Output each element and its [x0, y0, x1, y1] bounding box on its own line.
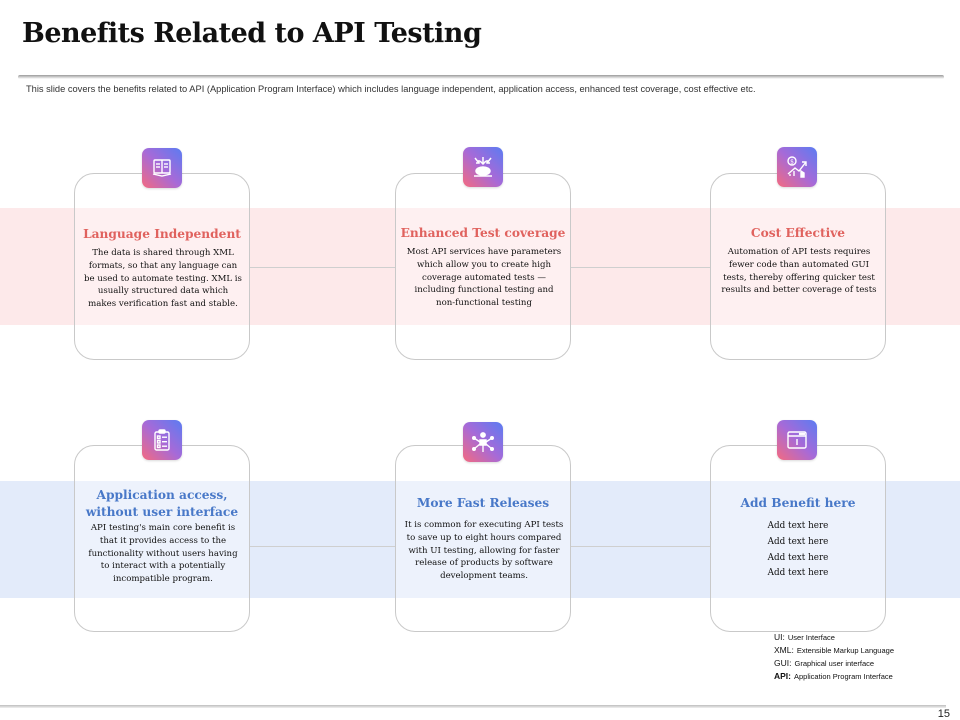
glossary-definition: Graphical user interface — [794, 659, 875, 668]
glossary-definition: Extensible Markup Language — [796, 646, 894, 655]
bottom-row-band — [0, 481, 960, 598]
title-divider — [18, 75, 944, 79]
benefit-card-more-fast-releases: More Fast Releases It is common for exec… — [395, 445, 571, 632]
abbreviation-glossary: UI:User Interface XML:Extensible Markup … — [774, 631, 894, 683]
footer-divider — [0, 705, 946, 708]
glossary-row: GUI:Graphical user interface — [774, 657, 894, 670]
card-title: Add Benefit here — [740, 496, 856, 510]
card-title: Application access, without user interfa… — [85, 488, 239, 519]
placeholder-line: Add text here — [767, 521, 829, 531]
page-number: 15 — [937, 708, 950, 720]
growth-chart-icon: $ — [777, 147, 817, 187]
card-body: Most API services have parameters which … — [406, 247, 562, 309]
benefit-card-enhanced-test-coverage: Enhanced Test coverage Most API services… — [395, 173, 571, 360]
glossary-row: UI:User Interface — [774, 631, 894, 644]
browser-window-icon — [777, 420, 817, 460]
glossary-abbr: API: — [774, 671, 791, 681]
slide-title: Benefits Related to API Testing — [22, 18, 482, 49]
connector-line — [571, 267, 710, 268]
connector-line — [571, 546, 710, 547]
card-title: Cost Effective — [750, 226, 846, 240]
placeholder-line: Add text here — [767, 552, 829, 563]
svg-text:$: $ — [790, 159, 794, 166]
glossary-abbr: GUI: — [774, 658, 792, 668]
glossary-row: XML:Extensible Markup Language — [774, 644, 894, 657]
converging-arrows-icon — [463, 147, 503, 187]
benefit-card-application-access: Application access, without user interfa… — [74, 445, 250, 632]
card-title: Enhanced Test coverage — [400, 226, 566, 240]
connector-line — [250, 546, 395, 547]
glossary-definition: User Interface — [787, 633, 835, 642]
card-body: The data is shared through XML formats, … — [84, 248, 242, 310]
glossary-abbr: UI: — [774, 632, 785, 642]
placeholder-line: Add text here — [767, 536, 829, 547]
card-body: API testing's main core benefit is that … — [88, 523, 238, 585]
benefit-card-cost-effective: Cost Effective Automation of API tests r… — [710, 173, 886, 360]
card-title: More Fast Releases — [416, 496, 550, 510]
placeholder-lines: Add text here Add text here Add text her… — [711, 519, 885, 582]
card-body: Automation of API tests requires fewer c… — [721, 247, 877, 296]
benefit-card-language-independent: Language Independent The data is shared … — [74, 173, 250, 360]
top-row-band — [0, 208, 960, 325]
card-title: Language Independent — [83, 227, 241, 241]
glossary-abbr: XML: — [774, 645, 794, 655]
book-icon — [142, 148, 182, 188]
placeholder-line: Add text here — [767, 568, 829, 579]
benefit-card-add-benefit: Add Benefit here Add text here Add text … — [710, 445, 886, 632]
glossary-row: API:Application Program Interface — [774, 670, 894, 683]
card-body: It is common for executing API tests to … — [404, 520, 564, 582]
clipboard-checklist-icon — [142, 420, 182, 460]
slide-subtitle: This slide covers the benefits related t… — [26, 84, 756, 94]
glossary-definition: Application Program Interface — [794, 672, 893, 681]
person-network-icon — [463, 422, 503, 462]
connector-line — [250, 267, 395, 268]
